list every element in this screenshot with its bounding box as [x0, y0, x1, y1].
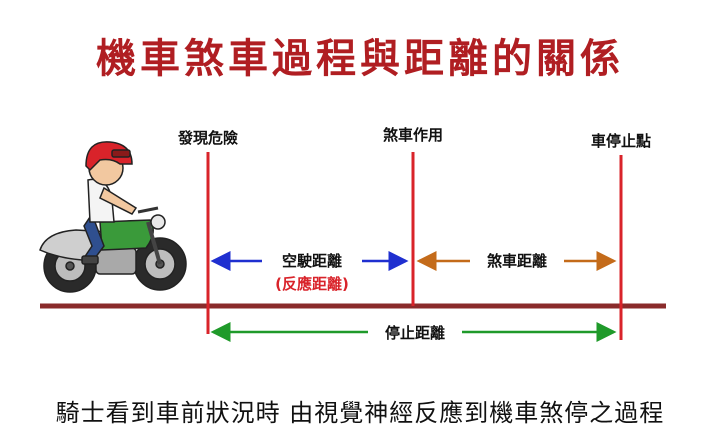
page-title: 機車煞車過程與距離的關係 — [96, 35, 624, 82]
event-label-stop: 車停止點 — [591, 132, 651, 150]
idle-distance-label: 空駛距離 — [282, 252, 342, 270]
event-label-brake: 煞車作用 — [383, 126, 443, 144]
reaction-distance-label: (反應距離) — [275, 275, 349, 293]
braking-distance-label: 煞車距離 — [487, 252, 547, 270]
motorcycle-rider-icon — [39, 141, 187, 293]
stopping-distance-label: 停止距離 — [385, 324, 445, 342]
event-label-danger: 發現危險 — [177, 129, 238, 147]
caption: 騎士看到車前狀況時 由視覺神經反應到機車煞停之過程 — [55, 399, 665, 427]
